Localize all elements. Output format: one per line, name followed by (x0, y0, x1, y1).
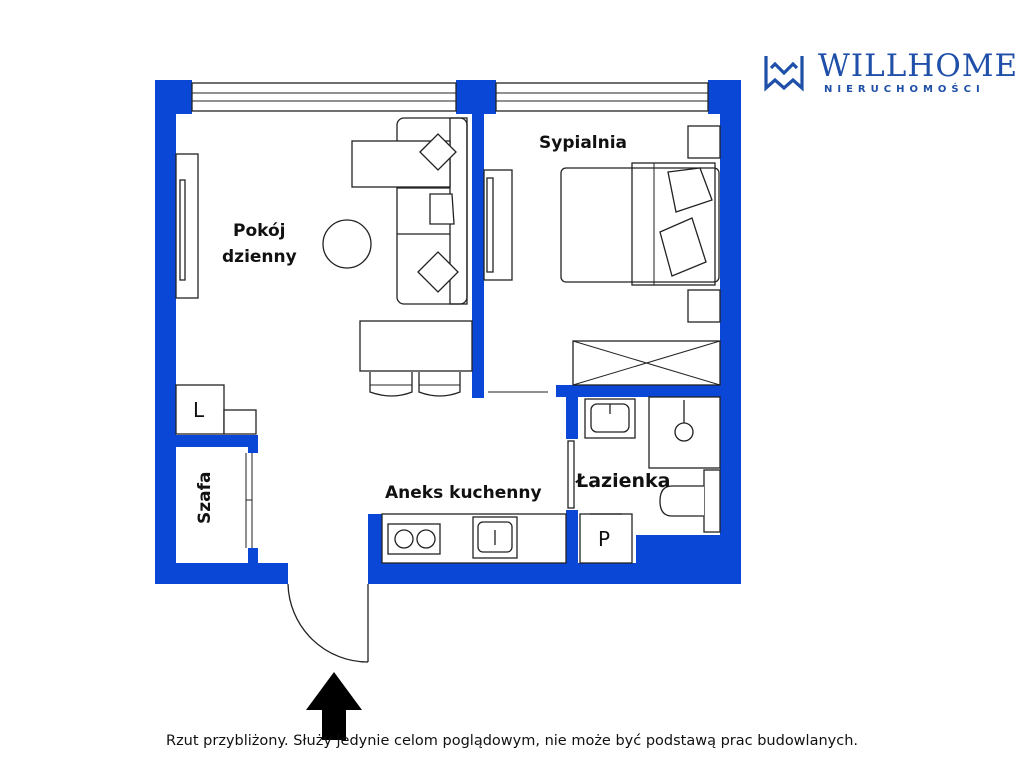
windows (191, 82, 709, 112)
bed-pillow-1 (667, 167, 713, 213)
wall-bathroom-left-lower (566, 510, 578, 565)
window-living (191, 82, 457, 112)
cooktop (387, 523, 441, 555)
nightstand-top (687, 125, 721, 159)
wall-right (720, 80, 741, 584)
room-label-living-2: dzienny (222, 247, 297, 267)
p-box (579, 513, 633, 564)
wall-bathroom-corner (636, 535, 741, 584)
chair-2 (418, 372, 461, 397)
nightstand-bottom (687, 289, 721, 323)
bathroom-door (567, 440, 575, 509)
bathroom-fixtures: P (567, 396, 721, 564)
wall-bathroom-left-upper (566, 397, 578, 439)
chair-1 (369, 372, 413, 397)
room-label-kitchen: Aneks kuchenny (385, 483, 542, 503)
laundry-shelf (223, 409, 257, 435)
room-label-wardrobe: Szafa (195, 472, 215, 524)
wall-interior-vertical (472, 114, 484, 398)
bed-pillow-2 (659, 217, 707, 277)
wall-wardrobe-top (176, 435, 258, 447)
living-furniture: L (175, 117, 473, 435)
laundry-box (175, 384, 225, 435)
brand-tagline: NIERUCHOMOŚCI (824, 82, 985, 95)
dining-table (359, 320, 473, 372)
wall-wardrobe-side (248, 435, 258, 453)
p-label: P (598, 527, 610, 551)
bedroom-wardrobe (572, 340, 721, 386)
toilet (659, 469, 721, 533)
pillow-1 (419, 133, 457, 171)
brand-logo: WILLHOME NIERUCHOMOŚCI (764, 48, 1018, 95)
tv (179, 179, 186, 281)
bed (560, 162, 720, 286)
walls (155, 80, 741, 584)
tv-cabinet (175, 153, 199, 299)
wall-kitchen-left (368, 514, 382, 564)
wall-bottom-left (155, 563, 288, 584)
round-table (322, 219, 372, 269)
wall-top-middle (456, 80, 496, 114)
pillow-2 (429, 193, 455, 225)
entrance-arrow-icon (306, 672, 362, 740)
disclaimer-caption: Rzut przybliżony. Służy jedynie celom po… (166, 733, 858, 749)
wall-bathroom-top (556, 385, 741, 397)
bedroom-furniture (483, 125, 721, 393)
room-label-bedroom: Sypialnia (539, 133, 627, 153)
wall-left (155, 80, 176, 584)
willhome-logo-icon (764, 56, 804, 92)
window-bedroom (495, 82, 709, 112)
wardrobe (245, 453, 253, 548)
wall-wardrobe-side-low (248, 548, 258, 564)
room-label-living-1: Pokój (233, 221, 286, 241)
entrance-door (287, 583, 369, 663)
laundry-label: L (193, 398, 205, 422)
pillow-3 (417, 251, 459, 293)
kitchen-furniture (381, 513, 567, 564)
room-label-bathroom: Łazienka (575, 470, 670, 492)
sofa (351, 117, 468, 305)
brand-name: WILLHOME (818, 48, 1018, 84)
